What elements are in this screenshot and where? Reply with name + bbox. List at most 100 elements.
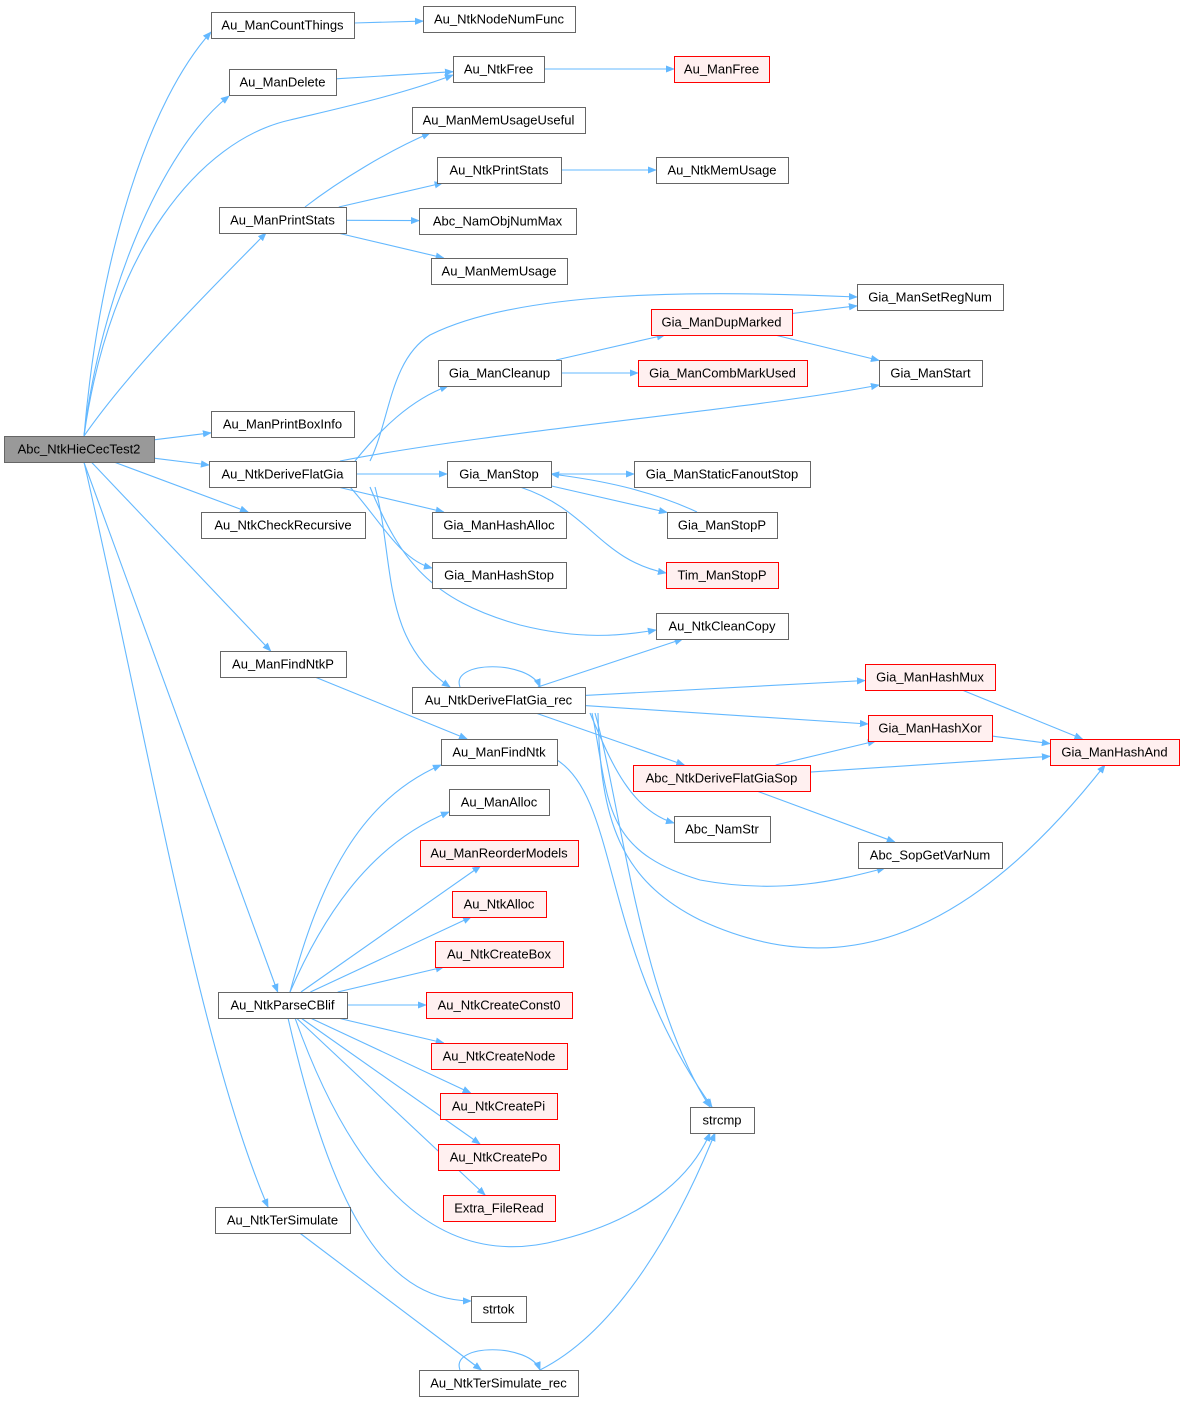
node-box[interactable] bbox=[218, 992, 348, 1019]
node-box[interactable] bbox=[438, 360, 562, 387]
node-box[interactable] bbox=[211, 12, 355, 39]
node-checkRecursive[interactable]: Au_NtkCheckRecursive bbox=[201, 512, 366, 539]
node-box[interactable] bbox=[441, 739, 558, 766]
node-extraFileRead[interactable]: Extra_FileRead bbox=[443, 1195, 556, 1222]
node-box[interactable] bbox=[229, 69, 337, 96]
node-box[interactable] bbox=[656, 613, 789, 640]
node-staticFanoutStop[interactable]: Gia_ManStaticFanoutStop bbox=[634, 461, 811, 488]
node-box[interactable] bbox=[638, 360, 808, 387]
node-cleanCopy[interactable]: Au_NtkCleanCopy bbox=[656, 613, 789, 640]
node-terSimulateRec[interactable]: Au_NtkTerSimulate_rec bbox=[419, 1370, 579, 1397]
node-combMarkUsed[interactable]: Gia_ManCombMarkUsed bbox=[638, 360, 808, 387]
node-box[interactable] bbox=[4, 436, 155, 463]
node-ntkMemUsage[interactable]: Au_NtkMemUsage bbox=[656, 157, 789, 184]
node-box[interactable] bbox=[423, 6, 576, 33]
node-ntkPrintStats[interactable]: Au_NtkPrintStats bbox=[437, 157, 562, 184]
node-strtok[interactable]: strtok bbox=[471, 1296, 527, 1323]
node-createPo[interactable]: Au_NtkCreatePo bbox=[438, 1144, 560, 1171]
node-box[interactable] bbox=[667, 512, 778, 539]
node-findNtkP[interactable]: Au_ManFindNtkP bbox=[220, 651, 347, 678]
node-giaStop[interactable]: Gia_ManStop bbox=[447, 461, 552, 488]
node-box[interactable] bbox=[432, 512, 567, 539]
node-box[interactable] bbox=[426, 992, 573, 1019]
node-sopGetVarNum[interactable]: Abc_SopGetVarNum bbox=[858, 842, 1003, 869]
node-box[interactable] bbox=[633, 765, 811, 792]
node-printBoxInfo[interactable]: Au_ManPrintBoxInfo bbox=[211, 411, 355, 438]
node-box[interactable] bbox=[438, 1144, 560, 1171]
node-box[interactable] bbox=[674, 816, 771, 843]
node-createPi[interactable]: Au_NtkCreatePi bbox=[440, 1093, 558, 1120]
node-box[interactable] bbox=[419, 208, 577, 235]
node-box[interactable] bbox=[219, 207, 347, 234]
node-root[interactable]: Abc_NtkHieCecTest2 bbox=[4, 436, 155, 463]
node-box[interactable] bbox=[209, 461, 357, 488]
node-box[interactable] bbox=[412, 687, 586, 714]
node-reorderModels[interactable]: Au_ManReorderModels bbox=[420, 840, 579, 867]
node-box[interactable] bbox=[1050, 739, 1180, 766]
node-createNode[interactable]: Au_NtkCreateNode bbox=[431, 1043, 568, 1070]
node-box[interactable] bbox=[431, 1043, 568, 1070]
node-box[interactable] bbox=[656, 157, 789, 184]
node-box[interactable] bbox=[215, 1207, 351, 1234]
node-box[interactable] bbox=[651, 309, 793, 336]
node-parseCBlif[interactable]: Au_NtkParseCBlif bbox=[218, 992, 348, 1019]
node-box[interactable] bbox=[634, 461, 811, 488]
node-createConst0[interactable]: Au_NtkCreateConst0 bbox=[426, 992, 573, 1019]
node-box[interactable] bbox=[435, 941, 564, 968]
node-timStopP[interactable]: Tim_ManStopP bbox=[666, 562, 779, 589]
node-hashAlloc[interactable]: Gia_ManHashAlloc bbox=[432, 512, 567, 539]
node-memUseful[interactable]: Au_ManMemUsageUseful bbox=[412, 107, 586, 134]
node-deriveFlatGia[interactable]: Au_NtkDeriveFlatGia bbox=[209, 461, 357, 488]
node-findNtk[interactable]: Au_ManFindNtk bbox=[441, 739, 558, 766]
node-box[interactable] bbox=[220, 651, 347, 678]
node-terSimulate[interactable]: Au_NtkTerSimulate bbox=[215, 1207, 351, 1234]
node-box[interactable] bbox=[690, 1107, 755, 1134]
node-stopP[interactable]: Gia_ManStopP bbox=[667, 512, 778, 539]
node-box[interactable] bbox=[449, 789, 550, 816]
node-manFree[interactable]: Au_ManFree bbox=[674, 56, 770, 83]
node-box[interactable] bbox=[443, 1195, 556, 1222]
node-manPrintStats[interactable]: Au_ManPrintStats bbox=[219, 207, 347, 234]
node-dupMarked[interactable]: Gia_ManDupMarked bbox=[651, 309, 793, 336]
node-box[interactable] bbox=[879, 360, 983, 387]
node-cleanup[interactable]: Gia_ManCleanup bbox=[438, 360, 562, 387]
node-hashAnd[interactable]: Gia_ManHashAnd bbox=[1050, 739, 1180, 766]
node-manDelete[interactable]: Au_ManDelete bbox=[229, 69, 337, 96]
node-manMemUsage[interactable]: Au_ManMemUsage bbox=[431, 258, 568, 285]
node-box[interactable] bbox=[666, 562, 779, 589]
node-setRegNum[interactable]: Gia_ManSetRegNum bbox=[857, 284, 1004, 311]
node-deriveSop[interactable]: Abc_NtkDeriveFlatGiaSop bbox=[633, 765, 811, 792]
node-nodeNumFunc[interactable]: Au_NtkNodeNumFunc bbox=[423, 6, 576, 33]
node-box[interactable] bbox=[201, 512, 366, 539]
node-hashXor[interactable]: Gia_ManHashXor bbox=[868, 715, 993, 742]
node-box[interactable] bbox=[453, 56, 545, 83]
node-box[interactable] bbox=[437, 157, 562, 184]
node-box[interactable] bbox=[412, 107, 586, 134]
node-box[interactable] bbox=[431, 258, 568, 285]
node-box[interactable] bbox=[471, 1296, 527, 1323]
node-hashStop[interactable]: Gia_ManHashStop bbox=[432, 562, 567, 589]
node-box[interactable] bbox=[857, 284, 1004, 311]
node-giaStart[interactable]: Gia_ManStart bbox=[879, 360, 983, 387]
node-ntkAlloc[interactable]: Au_NtkAlloc bbox=[452, 891, 547, 918]
node-box[interactable] bbox=[447, 461, 552, 488]
node-box[interactable] bbox=[858, 842, 1003, 869]
node-countThings[interactable]: Au_ManCountThings bbox=[211, 12, 355, 39]
node-namObjNumMax[interactable]: Abc_NamObjNumMax bbox=[419, 208, 577, 235]
node-box[interactable] bbox=[868, 715, 993, 742]
node-namStr[interactable]: Abc_NamStr bbox=[674, 816, 771, 843]
node-box[interactable] bbox=[440, 1093, 558, 1120]
node-box[interactable] bbox=[674, 56, 770, 83]
node-deriveRec[interactable]: Au_NtkDeriveFlatGia_rec bbox=[412, 687, 586, 714]
node-box[interactable] bbox=[419, 1370, 579, 1397]
node-strcmp[interactable]: strcmp bbox=[690, 1107, 755, 1134]
node-box[interactable] bbox=[211, 411, 355, 438]
node-ntkFree[interactable]: Au_NtkFree bbox=[453, 56, 545, 83]
node-box[interactable] bbox=[420, 840, 579, 867]
node-box[interactable] bbox=[452, 891, 547, 918]
node-createBox[interactable]: Au_NtkCreateBox bbox=[435, 941, 564, 968]
node-hashMux[interactable]: Gia_ManHashMux bbox=[865, 664, 996, 691]
node-box[interactable] bbox=[432, 562, 567, 589]
node-box[interactable] bbox=[865, 664, 996, 691]
node-manAlloc[interactable]: Au_ManAlloc bbox=[449, 789, 550, 816]
